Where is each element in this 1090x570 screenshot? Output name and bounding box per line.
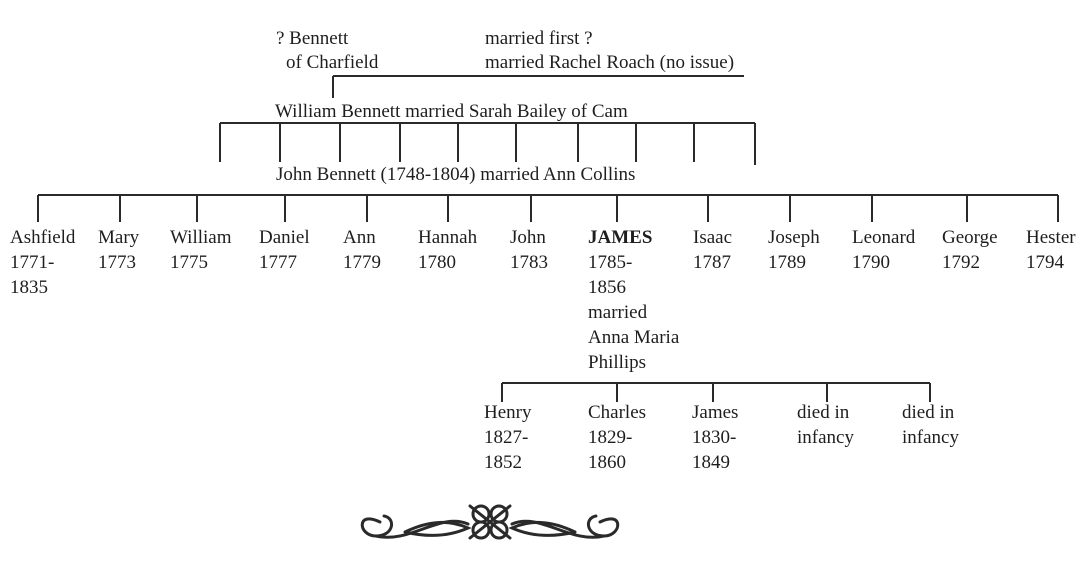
child-dates: 1773 [98, 252, 136, 273]
grandchild-entry: Charles 1829- 1860 [588, 400, 646, 475]
child-dates: 1777 [259, 252, 297, 273]
grandchild-dates: infancy [797, 427, 854, 448]
grandchild-name: James [692, 402, 739, 423]
child-entry: Hester 1794 [1026, 225, 1076, 275]
ancestor-name-line1: ? Bennett [276, 28, 349, 49]
child-name: Ashfield [10, 227, 76, 248]
child-name: Mary [98, 227, 140, 248]
child-dates: 1771- [10, 252, 55, 273]
child-dates: 1775 [170, 252, 208, 273]
grandchild-dates: 1852 [484, 452, 522, 473]
child-entry: William 1775 [170, 225, 232, 275]
child-name: Isaac [693, 227, 733, 248]
gen2-couple: William Bennett married Sarah Bailey of … [275, 101, 628, 122]
grandchild-name: Henry [484, 402, 532, 423]
ancestor-name-line2: of Charfield [286, 52, 379, 73]
child-dates: 1789 [768, 252, 806, 273]
child-marriage: married [588, 302, 648, 323]
child-dates: 1856 [588, 277, 626, 298]
child-dates: 1835 [10, 277, 48, 298]
child-entry: Hannah 1780 [418, 225, 477, 275]
grandchild-dates: 1860 [588, 452, 626, 473]
ancestor-spouse-line1: married first ? [485, 28, 593, 49]
child-name: George [942, 227, 998, 248]
child-dates: 1780 [418, 252, 456, 273]
grandchild-name: died in [902, 402, 955, 423]
child-entry: Daniel 1777 [259, 225, 310, 275]
child-entry-highlight: JAMES 1785- 1856 married Anna Maria Phil… [588, 225, 679, 375]
child-name: William [170, 227, 232, 248]
grandchild-entry: Henry 1827- 1852 [484, 400, 531, 475]
grandchild-dates: 1827- [484, 427, 529, 448]
child-name: Hester [1026, 227, 1076, 248]
child-dates: 1787 [693, 252, 731, 273]
grandchild-dates: infancy [902, 427, 959, 448]
child-name: Daniel [259, 227, 310, 248]
gen3-couple: John Bennett (1748-1804) married Ann Col… [274, 162, 638, 187]
ancestor-spouse-line2: married Rachel Roach (no issue) [485, 52, 735, 73]
child-spouse: Phillips [588, 352, 647, 373]
child-entry: Isaac 1787 [693, 225, 732, 275]
child-entry: George 1792 [942, 225, 998, 275]
grandchild-entry: died in infancy [797, 400, 854, 450]
child-name: JAMES [588, 227, 653, 248]
child-dates: 1779 [343, 252, 381, 273]
child-entry: Leonard 1790 [852, 225, 915, 275]
flourish-ornament-icon [360, 504, 620, 540]
grandchild-entry: died in infancy [902, 400, 959, 450]
child-entry: Joseph 1789 [768, 225, 820, 275]
grandchild-entry: James 1830- 1849 [692, 400, 738, 475]
child-name: John [510, 227, 546, 248]
child-dates: 1792 [942, 252, 980, 273]
child-spouse: Anna Maria [588, 327, 680, 348]
grandchild-dates: 1849 [692, 452, 730, 473]
grandchild-name: Charles [588, 402, 647, 423]
child-name: Ann [343, 227, 376, 248]
grandchild-dates: 1830- [692, 427, 737, 448]
child-entry: Mary 1773 [98, 225, 139, 275]
child-entry: John 1783 [510, 225, 548, 275]
child-name: Hannah [418, 227, 478, 248]
child-dates: 1785- [588, 252, 633, 273]
child-dates: 1794 [1026, 252, 1064, 273]
grandchild-name: died in [797, 402, 850, 423]
child-entry: Ashfield 1771- 1835 [10, 225, 75, 300]
child-dates: 1790 [852, 252, 890, 273]
child-dates: 1783 [510, 252, 548, 273]
child-name: Joseph [768, 227, 820, 248]
child-entry: Ann 1779 [343, 225, 381, 275]
child-name: Leonard [852, 227, 916, 248]
grandchild-dates: 1829- [588, 427, 633, 448]
